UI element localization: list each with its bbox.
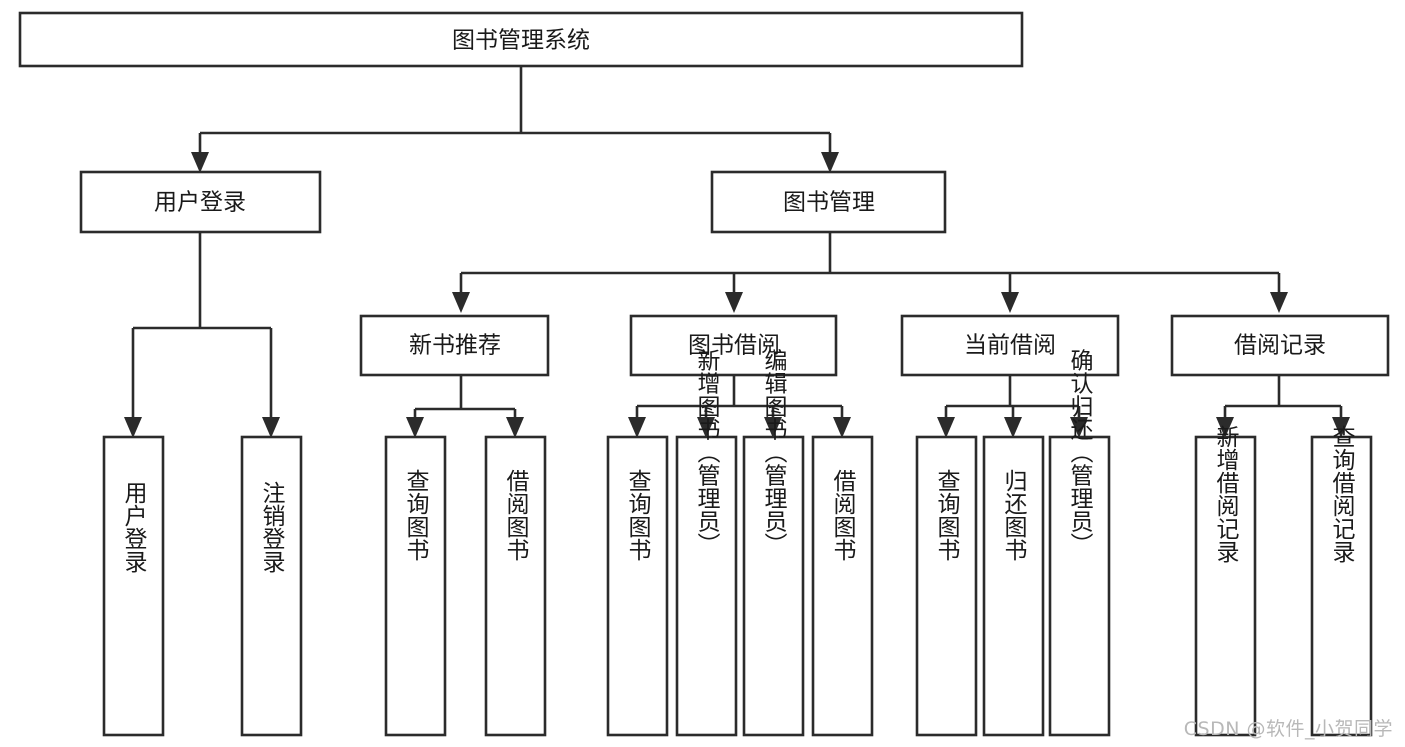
node-borrow-record[interactable]: 借阅记录 [1170,314,1390,377]
leaf-bookborrow-add-label: 新增图书（管理员） [693,349,721,556]
connector-borrowrecord-to-leaves [1216,375,1350,438]
node-root-system[interactable]: 图书管理系统 [18,11,1024,68]
leaf-bookborrow-query[interactable]: 查询图书 [606,435,669,737]
node-borrow-record-label: 借阅记录 [1234,333,1326,359]
connector-newbook-to-leaves [406,375,524,438]
node-root-label: 图书管理系统 [452,28,590,54]
node-book-management-label: 图书管理 [783,190,875,216]
leaf-currentborrow-confirm-label: 确认归还（管理员） [1066,349,1094,556]
connector-bookborrow-to-leaves [628,375,851,438]
leaf-bookborrow-edit-label: 编辑图书（管理员） [760,349,788,556]
leaf-bookborrow-borrow[interactable]: 借阅图书 [811,435,874,737]
csdn-watermark: CSDN @软件_小贺同学 [1183,718,1393,740]
leaf-user-login-logout[interactable]: 注销登录 [240,435,303,737]
connector-bookmgmt-to-level3 [452,232,1288,313]
connector-userlogin-to-leaves [124,232,280,438]
leaf-newbook-query-label: 查询图书 [402,469,430,561]
connector-root-to-level2 [191,66,839,173]
leaf-borrowrecord-add[interactable]: 新增借阅记录 [1194,425,1257,737]
leaf-currentborrow-confirm[interactable]: 确认归还（管理员） [1048,349,1111,737]
node-book-borrow[interactable]: 图书借阅 [629,314,838,377]
node-current-borrow[interactable]: 当前借阅 [900,314,1120,377]
node-new-book-recommend[interactable]: 新书推荐 [359,314,550,377]
leaf-currentborrow-return[interactable]: 归还图书 [982,435,1045,737]
leaf-borrowrecord-add-label: 新增借阅记录 [1212,425,1240,563]
node-book-management[interactable]: 图书管理 [710,170,947,234]
leaf-user-login-login[interactable]: 用户登录 [102,435,165,737]
node-current-borrow-label: 当前借阅 [964,333,1056,359]
leaf-currentborrow-query-label: 查询图书 [933,469,961,561]
node-book-borrow-label: 图书借阅 [688,333,780,359]
leaf-newbook-borrow[interactable]: 借阅图书 [484,435,547,737]
leaf-currentborrow-return-label: 归还图书 [1000,469,1028,561]
leaf-borrowrecord-query[interactable]: 查询借阅记录 [1310,425,1373,737]
node-new-book-recommend-label: 新书推荐 [409,333,501,359]
leaf-user-login-logout-label: 注销登录 [258,481,286,573]
leaf-bookborrow-edit[interactable]: 编辑图书（管理员） [742,349,805,737]
leaf-newbook-borrow-label: 借阅图书 [502,469,530,561]
leaf-bookborrow-query-label: 查询图书 [624,469,652,561]
leaf-user-login-login-label: 用户登录 [120,481,148,573]
leaf-borrowrecord-query-label: 查询借阅记录 [1328,425,1356,563]
node-user-login[interactable]: 用户登录 [79,170,322,234]
leaf-bookborrow-add[interactable]: 新增图书（管理员） [675,349,738,737]
leaf-newbook-query[interactable]: 查询图书 [384,435,447,737]
connector-currentborrow-to-leaves [937,375,1088,438]
leaf-bookborrow-borrow-label: 借阅图书 [829,469,857,561]
leaf-currentborrow-query[interactable]: 查询图书 [915,435,978,737]
node-user-login-label: 用户登录 [154,190,246,216]
